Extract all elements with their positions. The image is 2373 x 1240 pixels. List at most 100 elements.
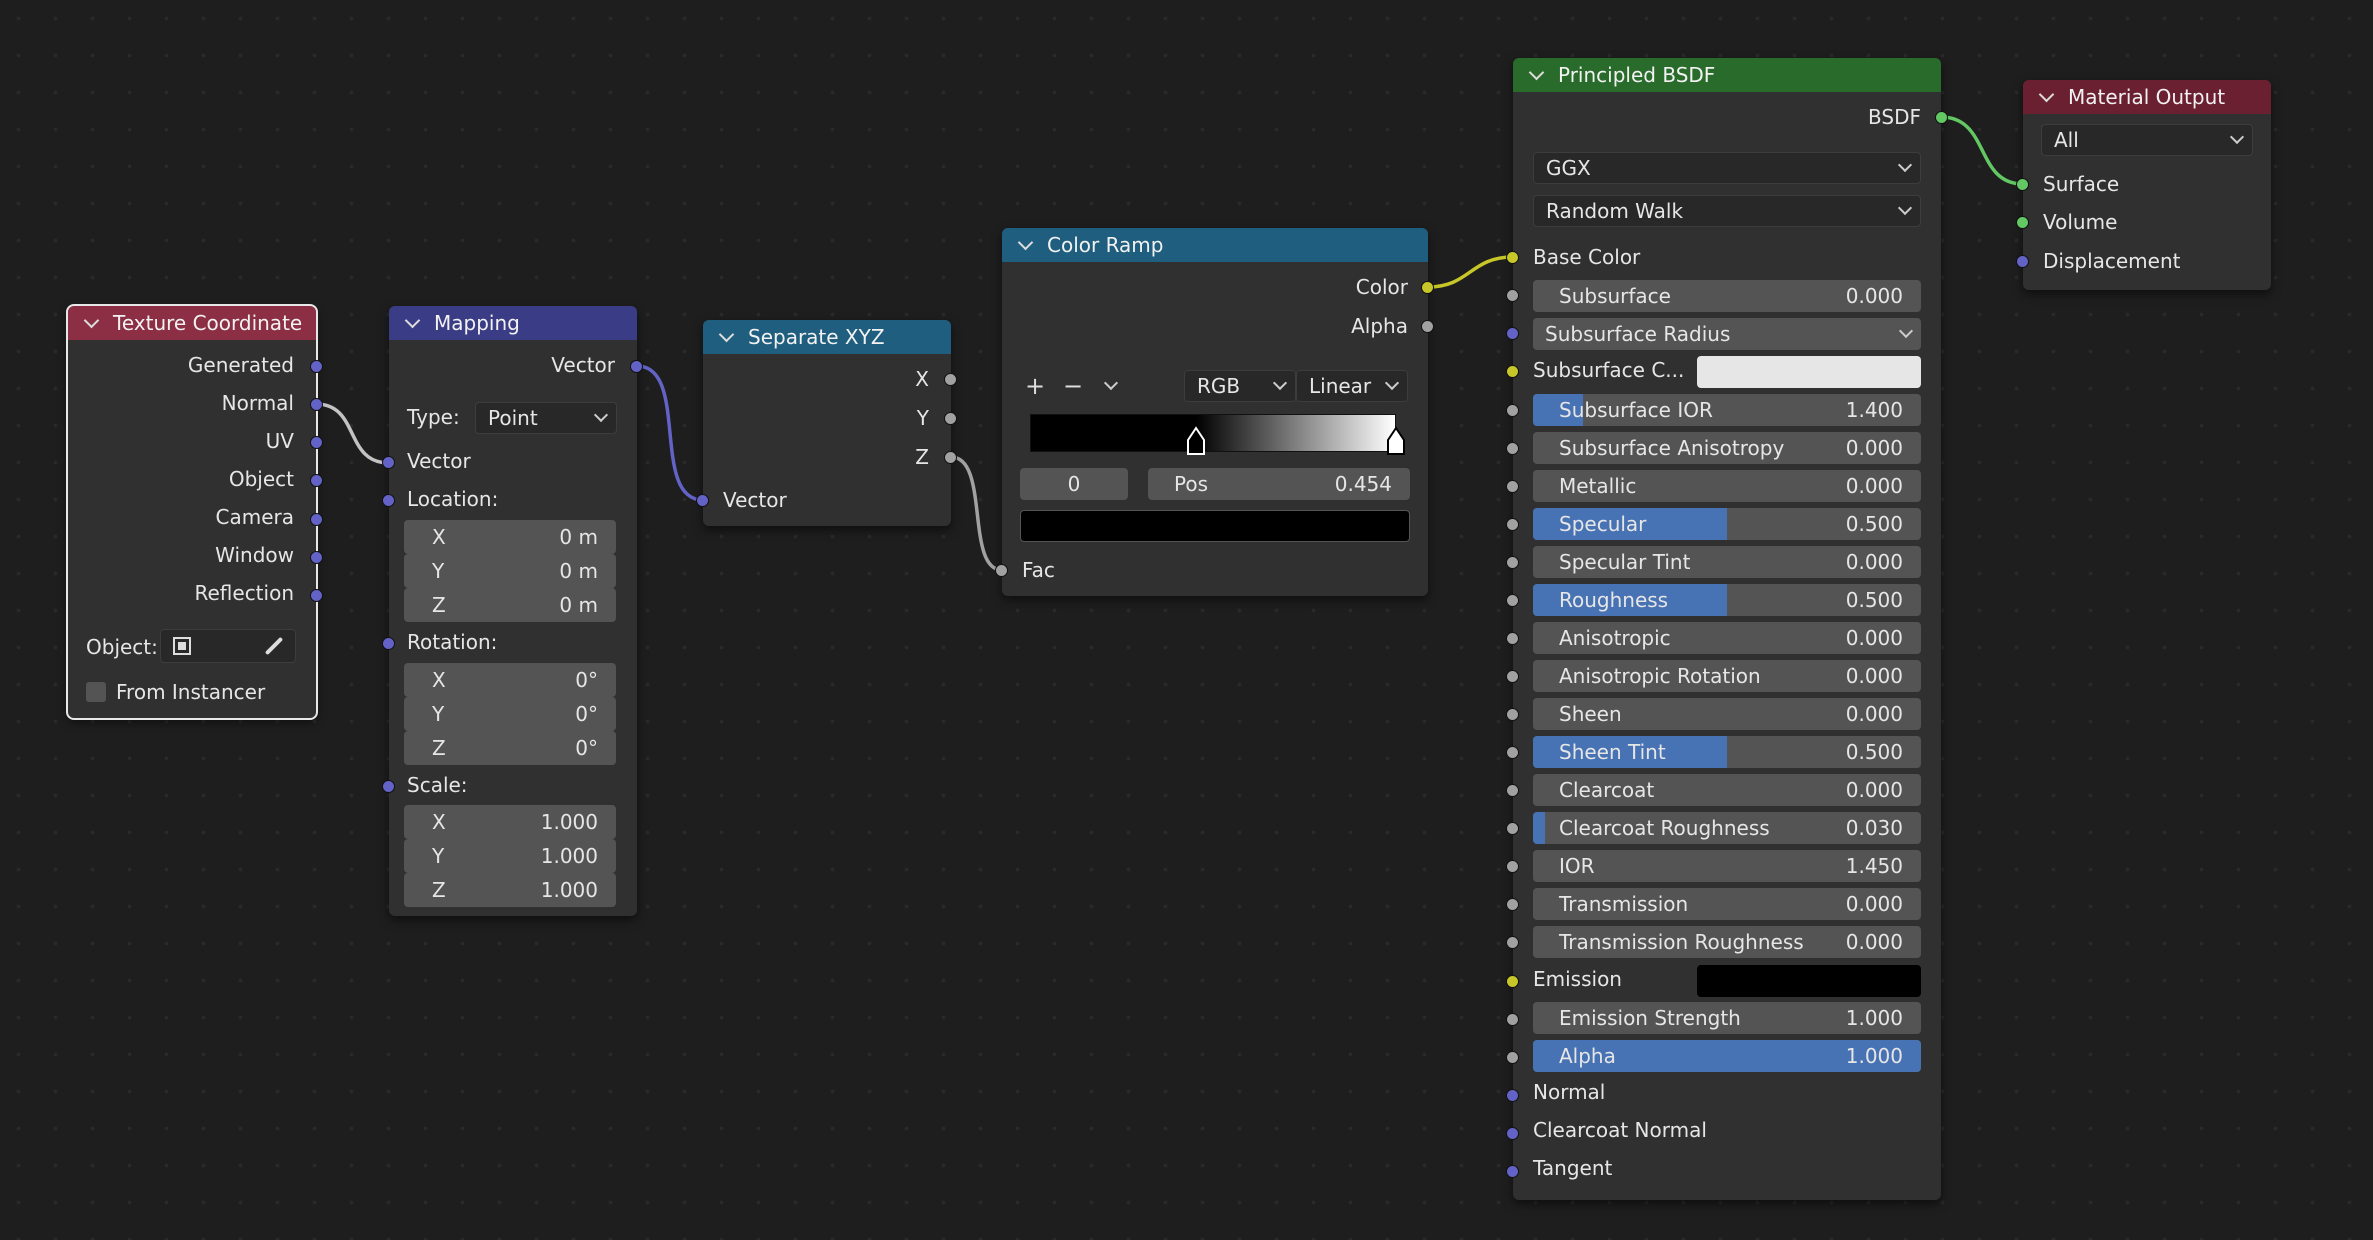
socket-clearcoat-normal-in[interactable] <box>1506 1127 1519 1140</box>
texture-coordinate-node[interactable]: Texture Coordinate Generated Normal UV O… <box>66 304 318 720</box>
socket-emission-strength-in[interactable] <box>1506 1013 1519 1026</box>
link-z-to-fac[interactable] <box>950 455 1003 572</box>
stop-index-field[interactable]: 0 <box>1020 468 1128 500</box>
material-output-node[interactable]: Material Output All Surface Volume Displ… <box>2023 80 2271 290</box>
ramp-menu-button[interactable] <box>1096 370 1126 402</box>
socket-rotation[interactable] <box>382 637 395 650</box>
socket-bsdf-out[interactable] <box>1935 111 1948 124</box>
socket-subsurface-anisotropy-in[interactable] <box>1506 442 1519 455</box>
socket-subsurface-radius-in[interactable] <box>1506 327 1519 340</box>
socket-sheen-in[interactable] <box>1506 708 1519 721</box>
socket-normal[interactable] <box>310 398 323 411</box>
remove-stop-button[interactable]: − <box>1062 372 1084 400</box>
material-output-header[interactable]: Material Output <box>2023 80 2271 114</box>
socket-specular-tint-in[interactable] <box>1506 556 1519 569</box>
link-mapping-vector-to-separate-xyz[interactable] <box>636 364 704 502</box>
socket-emission-in[interactable] <box>1506 975 1519 988</box>
socket-tangent-in[interactable] <box>1506 1165 1519 1178</box>
interpolation-dropdown[interactable]: Linear <box>1296 370 1408 402</box>
socket-alpha-in[interactable] <box>1506 1051 1519 1064</box>
socket-mapping-vector-in[interactable] <box>382 456 395 469</box>
socket-sheen-tint-in[interactable] <box>1506 746 1519 759</box>
collapse-chevron-icon[interactable] <box>404 312 421 329</box>
socket-x[interactable] <box>944 373 957 386</box>
collapse-chevron-icon[interactable] <box>718 326 735 343</box>
principled-bsdf-header[interactable]: Principled BSDF <box>1513 58 1941 92</box>
socket-scale[interactable] <box>382 780 395 793</box>
socket-subsurface-color-in[interactable] <box>1506 365 1519 378</box>
socket-uv[interactable] <box>310 436 323 449</box>
socket-clearcoat-roughness-in[interactable] <box>1506 822 1519 835</box>
socket-object[interactable] <box>310 474 323 487</box>
socket-window[interactable] <box>310 551 323 564</box>
socket-specular-in[interactable] <box>1506 518 1519 531</box>
link-bsdf-to-surface[interactable] <box>1940 115 2024 186</box>
separate-xyz-node[interactable]: Separate XYZ X Y Z Vector <box>703 320 951 526</box>
mapping-node[interactable]: Mapping Vector Type: Point Vector Locati… <box>389 306 637 916</box>
eyedropper-icon[interactable] <box>264 636 284 656</box>
socket-anisotropic-rotation-in[interactable] <box>1506 670 1519 683</box>
emission-color-swatch[interactable] <box>1697 965 1921 997</box>
socket-subsurface-ior-in[interactable] <box>1506 404 1519 417</box>
color-ramp-header[interactable]: Color Ramp <box>1002 228 1428 262</box>
socket-ior-in[interactable] <box>1506 860 1519 873</box>
stop-color-swatch[interactable] <box>1020 510 1410 542</box>
socket-anisotropic-in[interactable] <box>1506 632 1519 645</box>
socket-alpha-out[interactable] <box>1421 320 1434 333</box>
mapping-header[interactable]: Mapping <box>389 306 637 340</box>
collapse-chevron-icon[interactable] <box>2038 86 2055 103</box>
socket-base-color-in[interactable] <box>1506 251 1519 264</box>
distribution-dropdown[interactable]: GGX <box>1533 152 1921 184</box>
socket-roughness-in[interactable] <box>1506 594 1519 607</box>
texture-coordinate-header[interactable]: Texture Coordinate <box>68 306 316 340</box>
separate-xyz-header[interactable]: Separate XYZ <box>703 320 951 354</box>
link-color-to-base-color[interactable] <box>1427 255 1514 289</box>
socket-volume-in[interactable] <box>2016 216 2029 229</box>
object-picker[interactable] <box>160 629 296 663</box>
socket-displacement-in[interactable] <box>2016 255 2029 268</box>
color-ramp-node[interactable]: Color Ramp Color Alpha + − RGB Linear 0 … <box>1002 228 1428 596</box>
collapse-chevron-icon[interactable] <box>1017 234 1034 251</box>
socket-generated[interactable] <box>310 360 323 373</box>
socket-subsurface-in[interactable] <box>1506 289 1519 302</box>
principled-bsdf-node[interactable]: Principled BSDF BSDF GGX Random Walk Bas… <box>1513 58 1941 1200</box>
socket-surface-in[interactable] <box>2016 178 2029 191</box>
socket-color-out[interactable] <box>1421 281 1434 294</box>
color-mode-dropdown[interactable]: RGB <box>1184 370 1296 402</box>
socket-fac-in[interactable] <box>995 564 1008 577</box>
add-stop-button[interactable]: + <box>1024 372 1046 400</box>
subsurface-method-dropdown[interactable]: Random Walk <box>1533 195 1921 227</box>
socket-mapping-vector-out[interactable] <box>630 360 643 373</box>
socket-reflection[interactable] <box>310 589 323 602</box>
from-instancer-checkbox[interactable] <box>86 682 106 702</box>
color-stop-handle[interactable] <box>1387 426 1405 456</box>
socket-camera[interactable] <box>310 513 323 526</box>
target-dropdown[interactable]: All <box>2041 124 2253 156</box>
collapse-chevron-icon[interactable] <box>1528 64 1545 81</box>
subsurface-color-swatch[interactable] <box>1697 356 1921 388</box>
socket-transmission-roughness-in[interactable] <box>1506 936 1519 949</box>
link-normal-to-vector[interactable] <box>315 402 390 465</box>
